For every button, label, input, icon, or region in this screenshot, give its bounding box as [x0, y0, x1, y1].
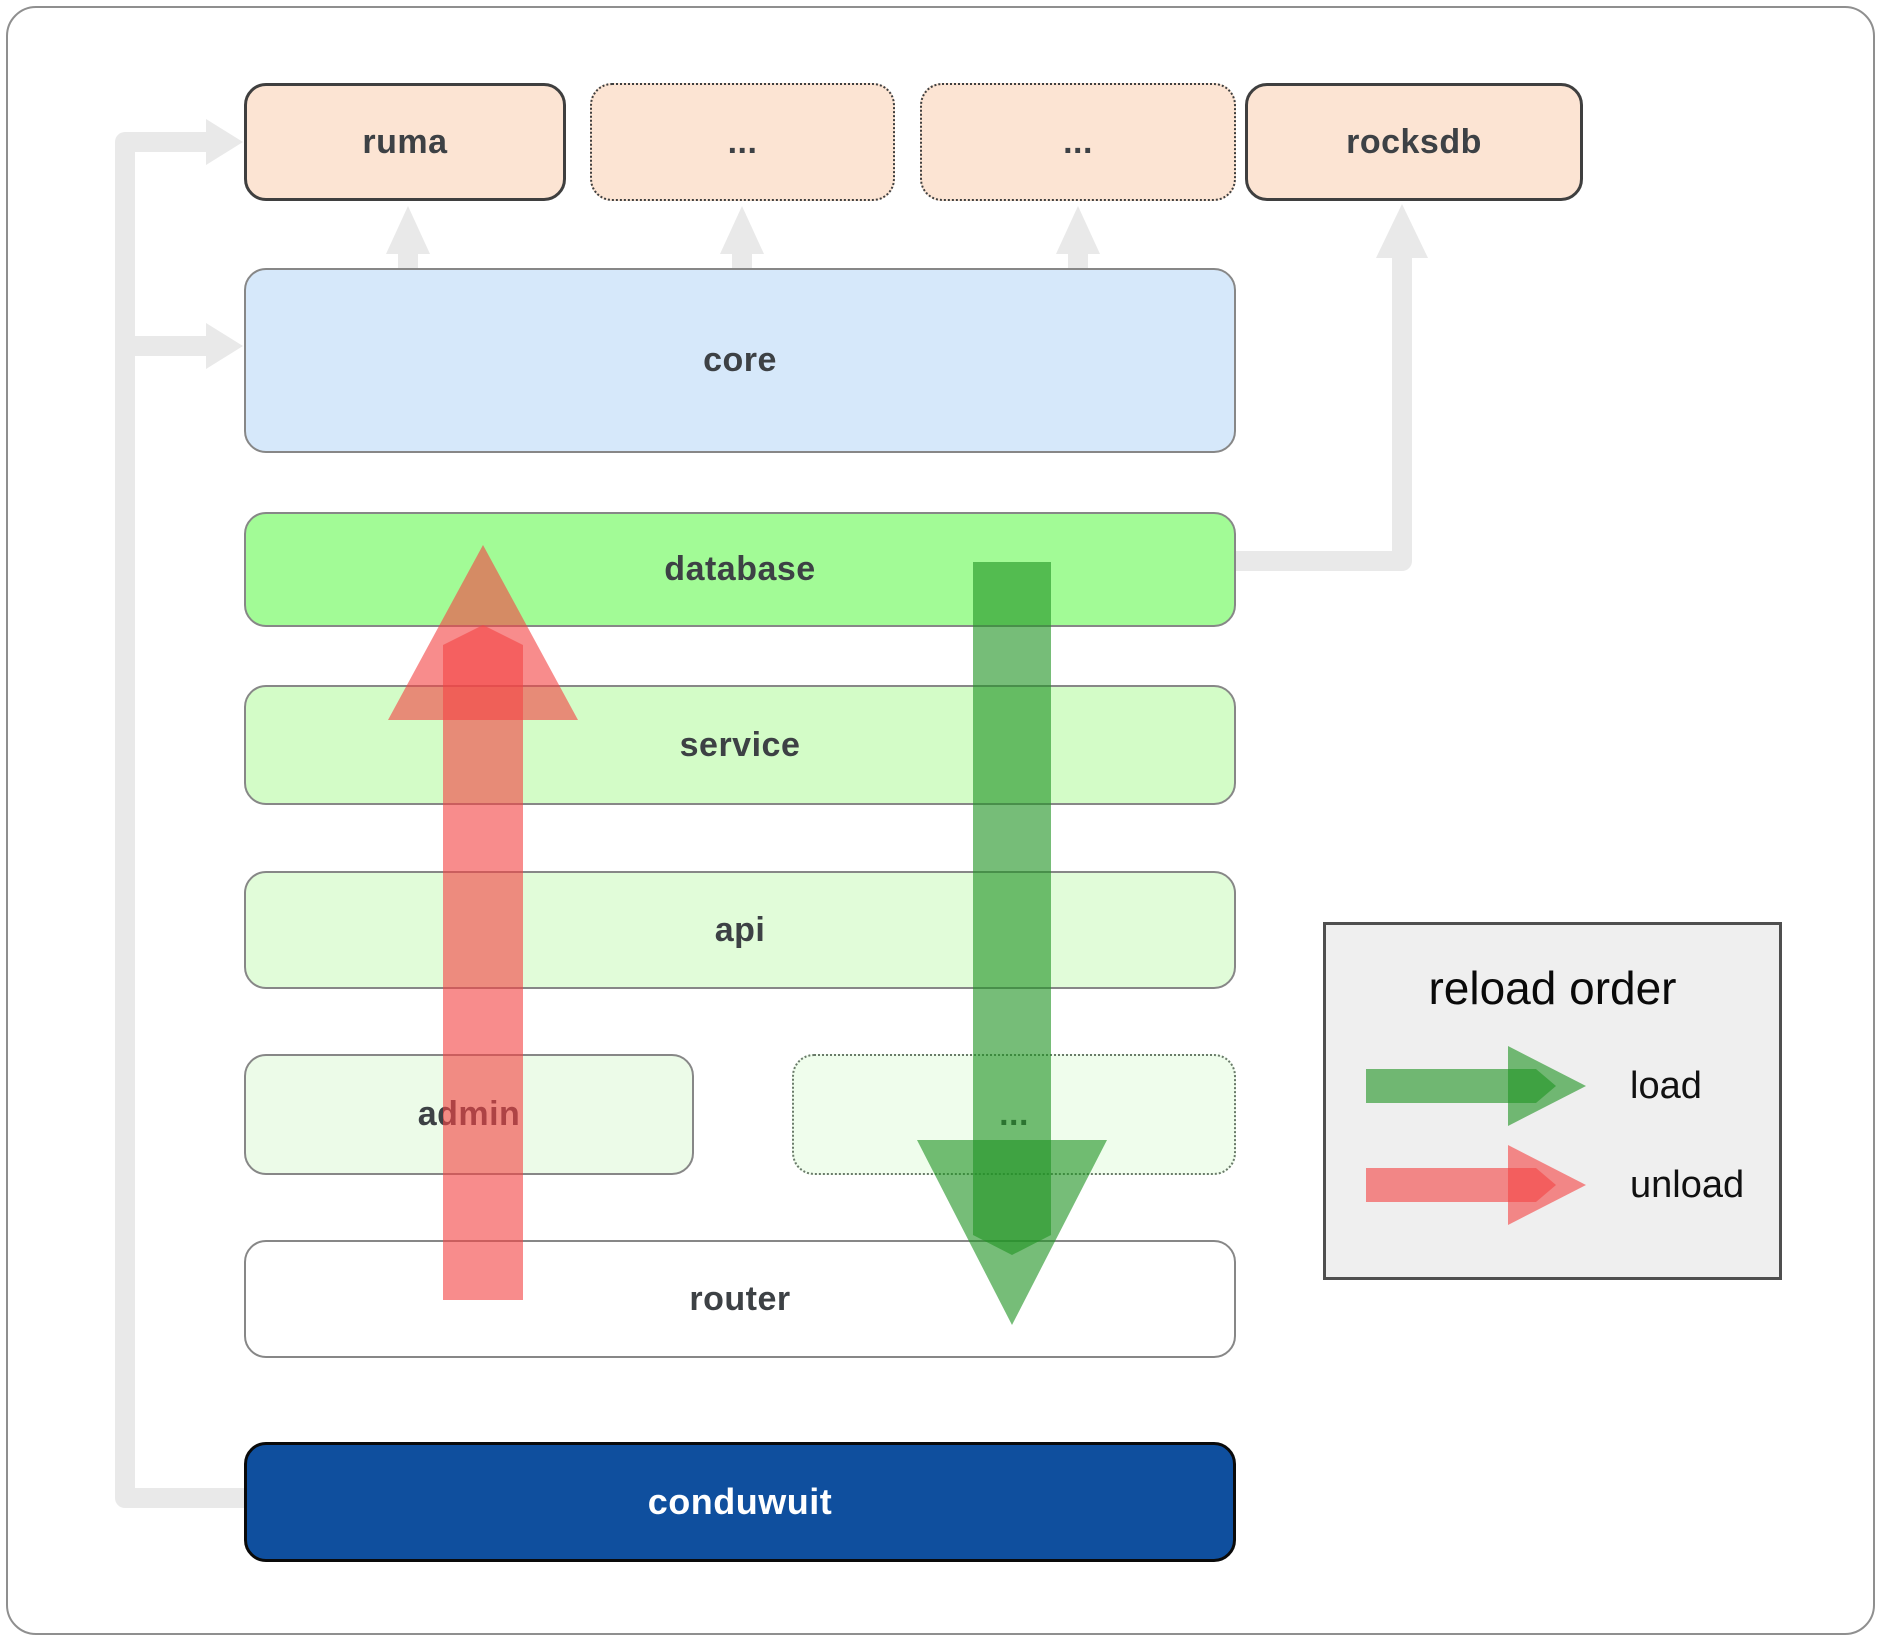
node-label: database [664, 550, 816, 588]
node-database: database [244, 512, 1236, 627]
legend-unload-label: unload [1630, 1164, 1745, 1206]
up-arrowhead-icon [720, 206, 764, 254]
rocksdb-arrowhead-icon [1376, 204, 1428, 258]
unload-arrow-shaft [443, 625, 523, 1300]
diagram-outer-frame [6, 6, 1875, 1635]
load-arrow-shaft [973, 562, 1051, 1255]
node-ellipsis-top-right: ... [920, 83, 1236, 201]
ruma-arrowhead-icon [206, 119, 243, 165]
node-api: api [244, 871, 1236, 989]
node-router: router [244, 1240, 1236, 1358]
node-label: core [703, 341, 777, 379]
unload-arrowhead-icon [388, 545, 578, 720]
node-label: ... [1063, 122, 1093, 161]
node-ellipsis-top-left: ... [590, 83, 895, 201]
node-ruma: ruma [244, 83, 566, 201]
node-label: router [689, 1279, 791, 1318]
legend-arrow-canvas [1366, 1046, 1586, 1225]
node-label: conduwuit [647, 1481, 833, 1522]
legend-unload-arrowhead-icon [1508, 1145, 1586, 1225]
legend-title: reload order [1428, 962, 1677, 1014]
conduwuit-to-ruma-connector [115, 132, 244, 1508]
database-to-rocksdb-connector [1236, 256, 1412, 571]
node-label: ... [727, 122, 758, 161]
node-label: api [714, 910, 766, 949]
node-label: service [679, 725, 801, 764]
legend-load-arrowhead-icon [1508, 1046, 1586, 1126]
load-arrowhead-icon [917, 1140, 1107, 1325]
legend-reload-order: reload order load unload [1323, 922, 1782, 1280]
node-label: ruma [362, 122, 448, 161]
node-conduwuit: conduwuit [244, 1442, 1236, 1562]
up-arrowhead-icon [386, 206, 430, 254]
legend-load-label: load [1630, 1065, 1702, 1107]
node-rocksdb: rocksdb [1245, 83, 1583, 201]
up-arrowhead-icon [1056, 206, 1100, 254]
node-core: core [244, 268, 1236, 453]
core-arrowhead-icon [206, 323, 243, 369]
node-label: rocksdb [1346, 122, 1482, 161]
